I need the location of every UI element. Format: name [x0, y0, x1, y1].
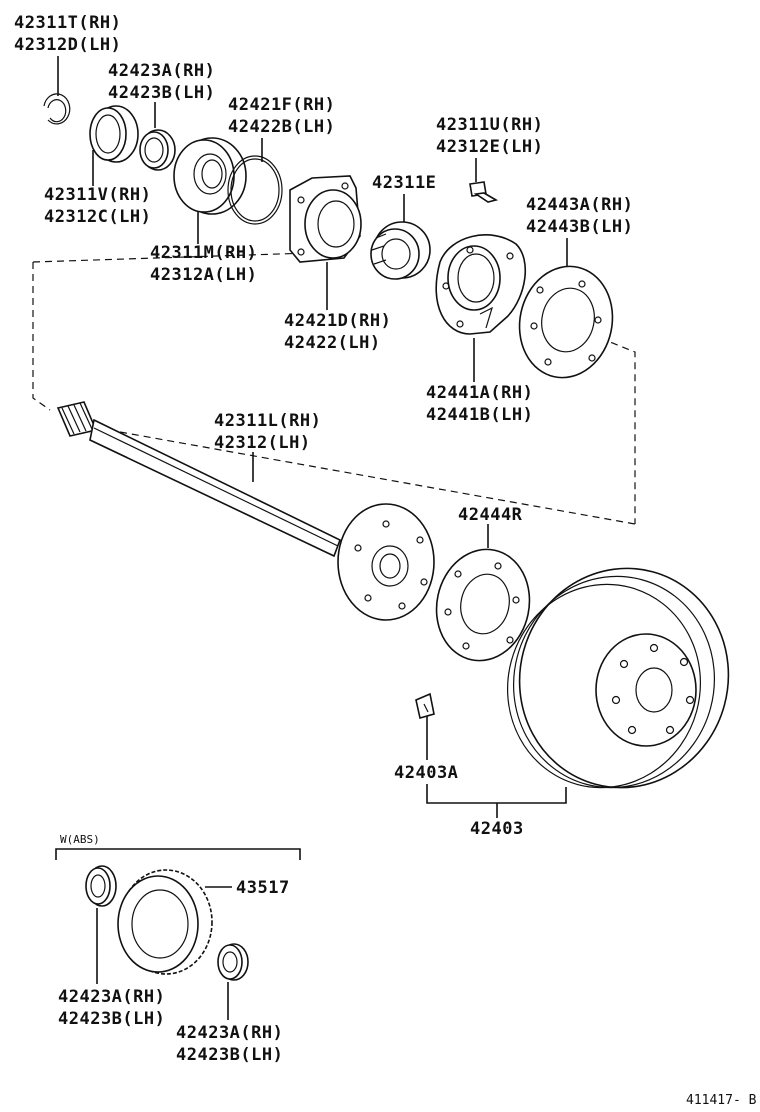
gasket-icon: [518, 265, 614, 379]
retainer-icon: [289, 175, 362, 263]
label-42311V: 42311V(RH): [44, 185, 151, 205]
leader-lines: [55, 56, 568, 1020]
label-42443B: 42443B(LH): [526, 217, 633, 237]
snap-ring-icon: [43, 93, 71, 125]
brake-drum-icon: [506, 567, 730, 789]
label-42312C: 42312C(LH): [44, 207, 151, 227]
label-42422: 42422(LH): [284, 333, 381, 353]
hub-bolt-icon: [469, 181, 499, 203]
abs-bearing-icon: [217, 943, 249, 981]
label-42423B-top: 42423B(LH): [108, 83, 215, 103]
label-42312A: 42312A(LH): [150, 265, 257, 285]
label-43517: 43517: [236, 878, 290, 898]
label-42311L: 42311L(RH): [214, 411, 321, 431]
part-number-labels: 42311T(RH) 42312D(LH) 42423A(RH) 42423B(…: [14, 13, 757, 1108]
oil-seal-icon: [89, 105, 139, 163]
bearing-inner-race-icon: [370, 221, 431, 280]
brake-backing-plate-icon: [435, 234, 527, 335]
label-42311E: 42311E: [372, 173, 436, 193]
label-42312D: 42312D(LH): [14, 35, 121, 55]
bearing-case-icon: [173, 137, 247, 215]
alignment-dashes: [32, 251, 636, 525]
label-42423B-abs-left: 42423B(LH): [58, 1009, 165, 1029]
abs-sensor-rotor-icon: [117, 869, 213, 975]
label-42441B: 42441B(LH): [426, 405, 533, 425]
label-42421D: 42421D(RH): [284, 311, 391, 331]
label-42403: 42403: [470, 819, 524, 839]
rear-axle-shaft-icon: [56, 401, 435, 621]
bearing-icon: [139, 129, 176, 171]
label-42403A: 42403A: [394, 763, 458, 783]
o-ring-icon: [227, 155, 283, 225]
label-42423A-top: 42423A(RH): [108, 61, 215, 81]
label-42443A: 42443A(RH): [526, 195, 633, 215]
clip-icon: [415, 692, 435, 720]
label-42311T: 42311T(RH): [14, 13, 121, 33]
label-42423A-abs-right: 42423A(RH): [176, 1023, 283, 1043]
label-42311M: 42311M(RH): [150, 243, 257, 263]
drum-gasket-icon: [435, 548, 531, 662]
abs-oil-seal-icon: [85, 865, 117, 907]
label-42311U: 42311U(RH): [436, 115, 543, 135]
illustration-reference-number: 411417- B: [686, 1093, 757, 1108]
label-42441A: 42441A(RH): [426, 383, 533, 403]
label-42444R: 42444R: [458, 505, 523, 525]
label-42423B-abs-right: 42423B(LH): [176, 1045, 283, 1065]
label-42312: 42312(LH): [214, 433, 311, 453]
label-abs-section: W(ABS): [60, 833, 100, 846]
label-42312E: 42312E(LH): [436, 137, 543, 157]
label-42422B: 42422B(LH): [228, 117, 335, 137]
label-42423A-abs-left: 42423A(RH): [58, 987, 165, 1007]
label-42421F: 42421F(RH): [228, 95, 335, 115]
